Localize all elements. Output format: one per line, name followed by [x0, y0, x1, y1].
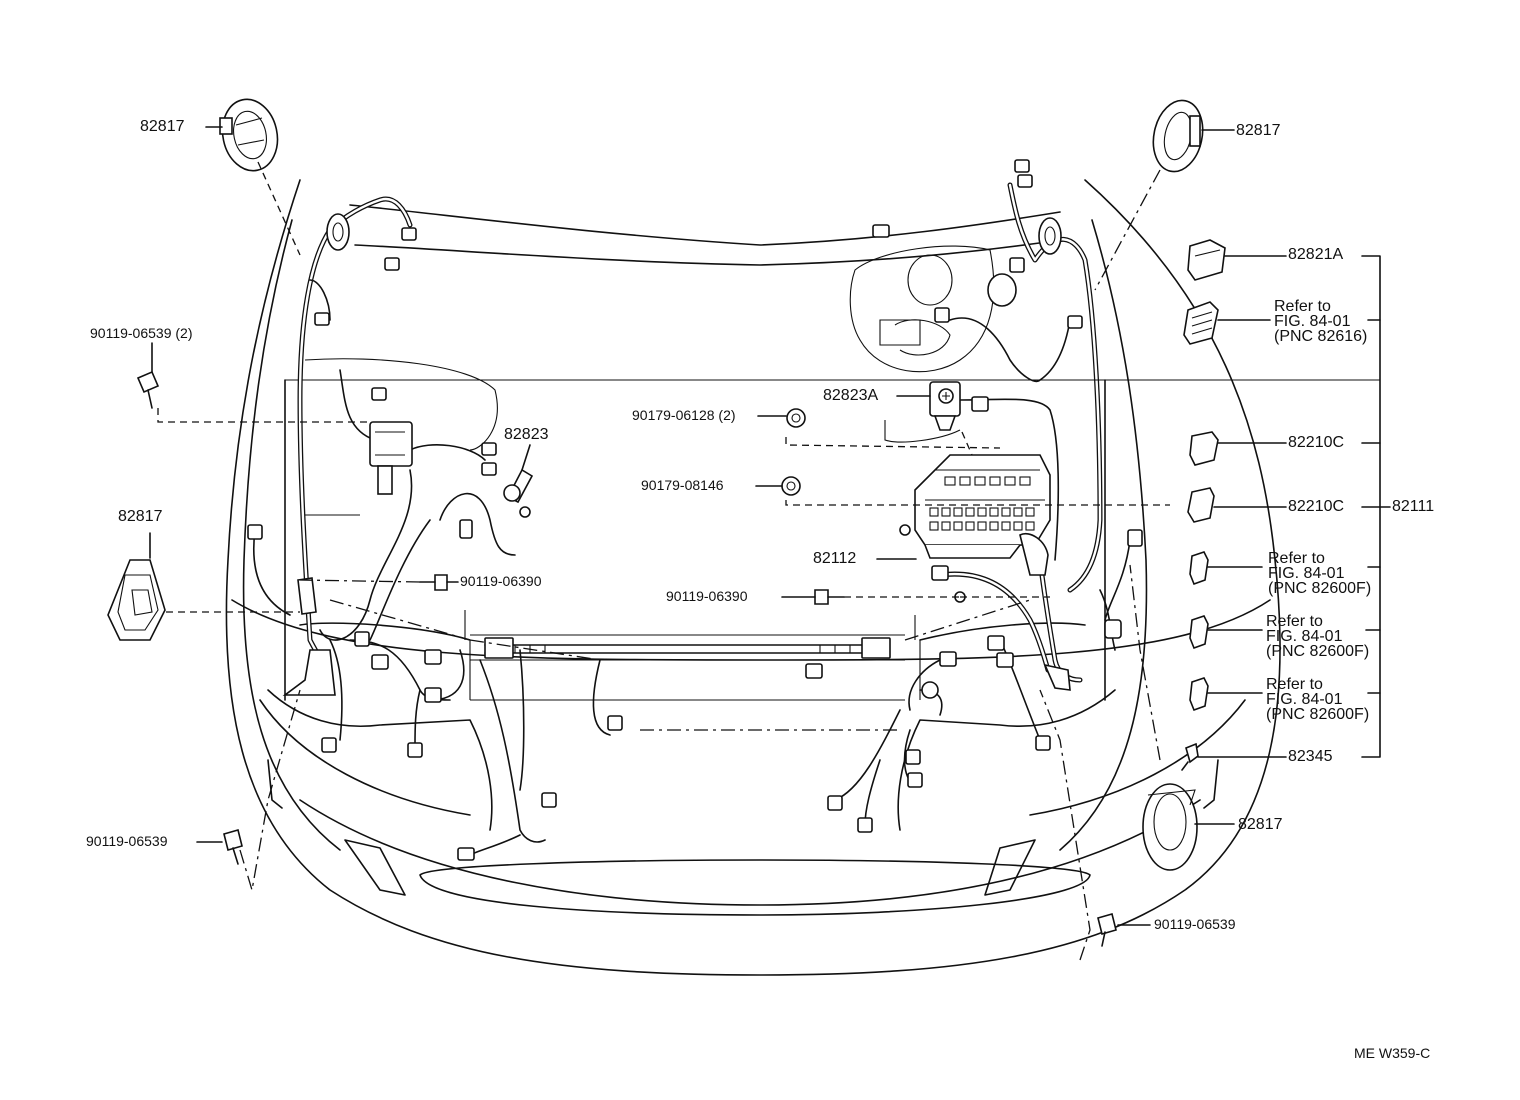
relay-pnc-82616: [1183, 301, 1219, 345]
label-82112: 82112: [813, 550, 857, 567]
fuse-pnc-82600F-1: [1189, 551, 1209, 586]
label-82817-mid-left: 82817: [118, 508, 163, 525]
refer-line2: FIG. 84-01: [1266, 691, 1343, 708]
bolt-90119-06539-bottom-left: [223, 829, 243, 865]
label-90179-06128: 90179-06128 (2): [632, 407, 736, 423]
label-82817-top-left: 82817: [140, 118, 185, 135]
grommet-82817-bottom-right: [1142, 783, 1198, 871]
nut-90179-06128: [786, 408, 806, 428]
refer-line1: Refer to: [1266, 676, 1323, 693]
label-90119-06539-bottom-left: 90119-06539: [86, 833, 168, 849]
leader-lines: [149, 126, 1391, 961]
label-82817-bottom-right: 82817: [1238, 816, 1283, 833]
refer-line3: (PNC 82600F): [1266, 706, 1370, 723]
relay-82210C-2: [1187, 487, 1215, 523]
bracket-82817-mid-left: [107, 559, 166, 641]
junction-block-82111: [914, 454, 1051, 576]
fuse-pnc-82600F-2: [1189, 615, 1209, 650]
fuse-82345: [1181, 742, 1199, 771]
ground-terminal-82823: [503, 468, 534, 504]
bolt-90119-06539-left: [136, 370, 160, 409]
label-82210C-2: 82210C: [1288, 498, 1345, 515]
refer-line3: (PNC 82600F): [1266, 643, 1370, 660]
refer-line1: Refer to: [1268, 550, 1325, 567]
connectors: [247, 159, 1143, 861]
label-82345: 82345: [1288, 748, 1333, 765]
refer-line2: FIG. 84-01: [1266, 628, 1343, 645]
terminal-82823A: [929, 381, 961, 431]
grommet-82817-top-left: [219, 98, 279, 172]
relay-block-left: [369, 421, 413, 495]
bolt-90119-06390-center: [814, 589, 845, 605]
relay-82821A: [1187, 239, 1226, 281]
fender-grommets: [326, 213, 1062, 307]
label-90179-08146: 90179-08146: [641, 477, 724, 493]
bolt-90119-06390-left: [419, 574, 448, 591]
label-82210C-1: 82210C: [1288, 434, 1345, 451]
label-90119-06390-left: 90119-06390: [460, 573, 542, 589]
label-82823A: 82823A: [823, 387, 879, 404]
refer-line3: (PNC 82616): [1274, 328, 1368, 345]
headlamp-bracket-right: [1043, 663, 1071, 691]
refer-line3: (PNC 82600F): [1268, 580, 1372, 597]
bolt-90119-06539-bottom-right: [1097, 913, 1117, 947]
label-82823: 82823: [504, 426, 549, 443]
fuse-pnc-82600F-3: [1189, 677, 1209, 712]
refer-block-pnc-82600F-1: Refer to FIG. 84-01 (PNC 82600F): [1268, 550, 1372, 597]
refer-line2: FIG. 84-01: [1268, 565, 1345, 582]
headlamp-bracket-left: [282, 577, 336, 696]
phantom-components: [304, 245, 995, 516]
refer-block-pnc-82616: Refer to FIG. 84-01 (PNC 82616): [1274, 298, 1368, 345]
relay-82210C-1: [1189, 431, 1219, 466]
label-82817-top-right: 82817: [1236, 122, 1281, 139]
label-90119-06390-center: 90119-06390: [666, 588, 748, 604]
refer-line2: FIG. 84-01: [1274, 313, 1351, 330]
refer-block-pnc-82600F-3: Refer to FIG. 84-01 (PNC 82600F): [1266, 676, 1370, 723]
label-82821A: 82821A: [1288, 246, 1344, 263]
label-82111: 82111: [1392, 498, 1435, 515]
grommet-82817-top-right: [1152, 99, 1204, 173]
refer-line1: Refer to: [1266, 613, 1323, 630]
refer-block-pnc-82600F-2: Refer to FIG. 84-01 (PNC 82600F): [1266, 613, 1370, 660]
label-90119-06539-2: 90119-06539 (2): [90, 325, 193, 341]
refer-line1: Refer to: [1274, 298, 1331, 315]
diagram-id: ME W359-C: [1354, 1045, 1431, 1061]
label-90119-06539-bottom-right: 90119-06539: [1154, 916, 1236, 932]
nut-90179-08146: [781, 476, 801, 496]
